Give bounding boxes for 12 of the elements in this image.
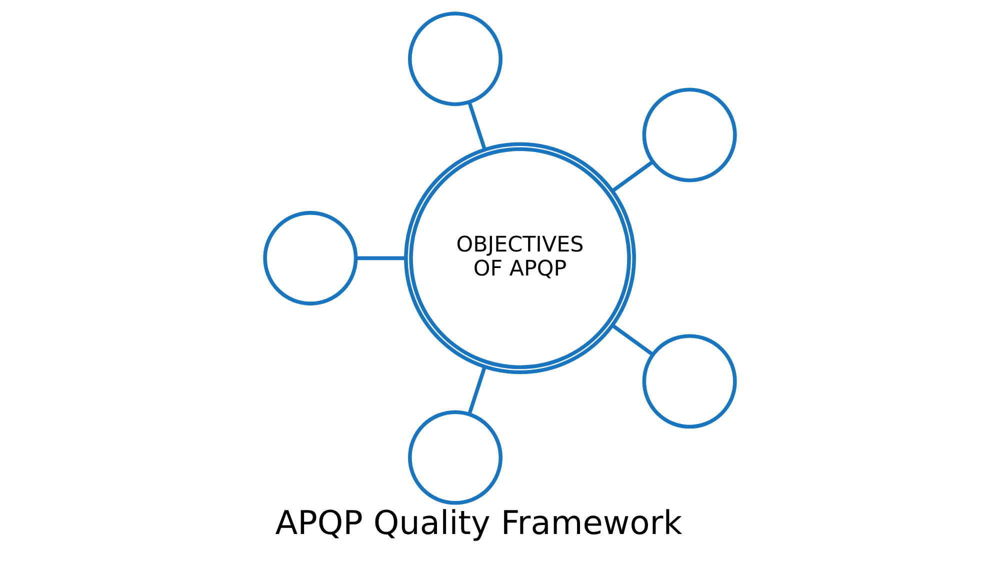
node-circle <box>642 334 737 429</box>
node-circle <box>408 410 503 505</box>
connector <box>612 160 654 192</box>
connector <box>468 102 486 150</box>
node-circle <box>263 210 358 306</box>
connector <box>468 366 486 414</box>
node-circle <box>408 12 503 106</box>
node-circle: OBJECTIVES OF APQP <box>404 142 636 374</box>
connector <box>356 256 406 260</box>
node-circle <box>642 88 737 182</box>
diagram-title: APQP Quality Framework <box>275 504 682 542</box>
connector <box>612 324 654 356</box>
